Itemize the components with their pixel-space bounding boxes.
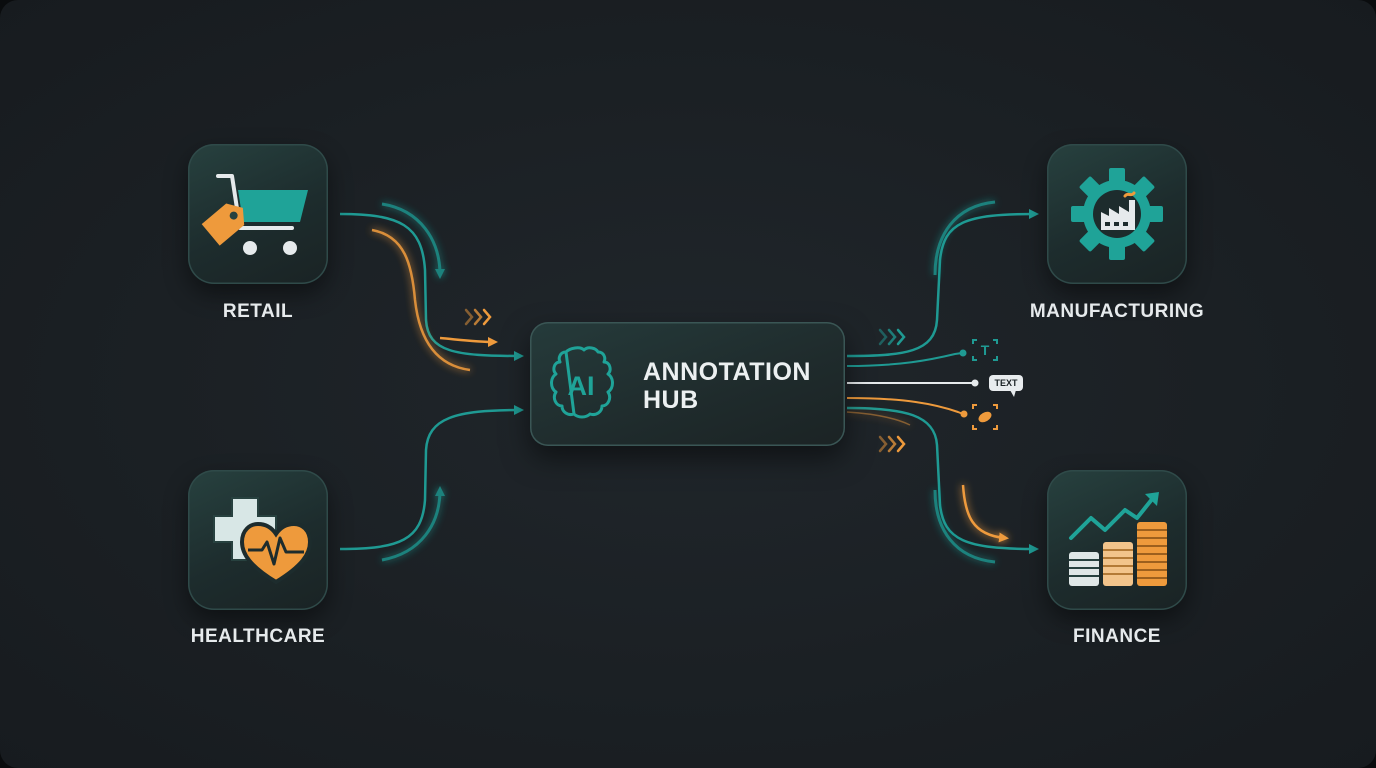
factory-gear-icon <box>1071 168 1163 260</box>
text-tag-letter: T <box>980 342 990 358</box>
manufacturing-flow-teal <box>846 209 1039 358</box>
retail-label: RETAIL <box>222 301 294 322</box>
hub-title-line2: HUB <box>643 386 699 414</box>
finance-flow-orange <box>961 484 1009 543</box>
text-badge-tail <box>1010 390 1016 397</box>
finance-flow-orange-trail <box>846 411 911 426</box>
manufacturing-flow-glow <box>933 200 996 276</box>
hub-icon-label: AI <box>568 371 595 401</box>
hub-title-line1: ANNOTATION <box>643 358 811 386</box>
output-line-orange <box>846 397 964 415</box>
retail-tile[interactable] <box>188 144 328 284</box>
healthcare-tile[interactable] <box>188 470 328 610</box>
finance-label: FINANCE <box>1073 626 1161 647</box>
annotation-hub[interactable]: AI ANNOTATION HUB <box>530 322 845 446</box>
finance-tile[interactable] <box>1047 470 1187 610</box>
healthcare-label: HEALTHCARE <box>190 626 326 647</box>
shopping-cart-icon <box>201 174 308 255</box>
text-box-tag-icon <box>972 339 998 361</box>
text-tag: TEXT <box>989 375 1023 391</box>
medical-heart-icon <box>213 497 313 585</box>
ai-brain-icon: AI <box>550 346 614 419</box>
retail-flow-glow <box>381 202 445 279</box>
finance-flow-teal <box>846 406 1039 554</box>
retail-flow-orange <box>371 228 471 372</box>
hub-title: ANNOTATION HUB <box>643 358 811 414</box>
coins-chart-icon <box>1069 492 1167 586</box>
retail-flow-orange-arrow <box>439 336 498 347</box>
healthcare-flow-glow <box>381 486 445 562</box>
chevrons-right-top <box>878 328 906 346</box>
chevrons-right-bottom <box>878 435 906 453</box>
output-line-teal <box>846 352 963 367</box>
finance-flow-glow <box>933 489 996 564</box>
manufacturing-label: MANUFACTURING <box>1029 301 1205 322</box>
image-box-tag-icon <box>972 404 998 430</box>
retail-flow-teal <box>339 212 524 361</box>
healthcare-flow-teal <box>339 405 524 551</box>
manufacturing-tile[interactable] <box>1047 144 1187 284</box>
chevrons-left <box>464 308 492 326</box>
